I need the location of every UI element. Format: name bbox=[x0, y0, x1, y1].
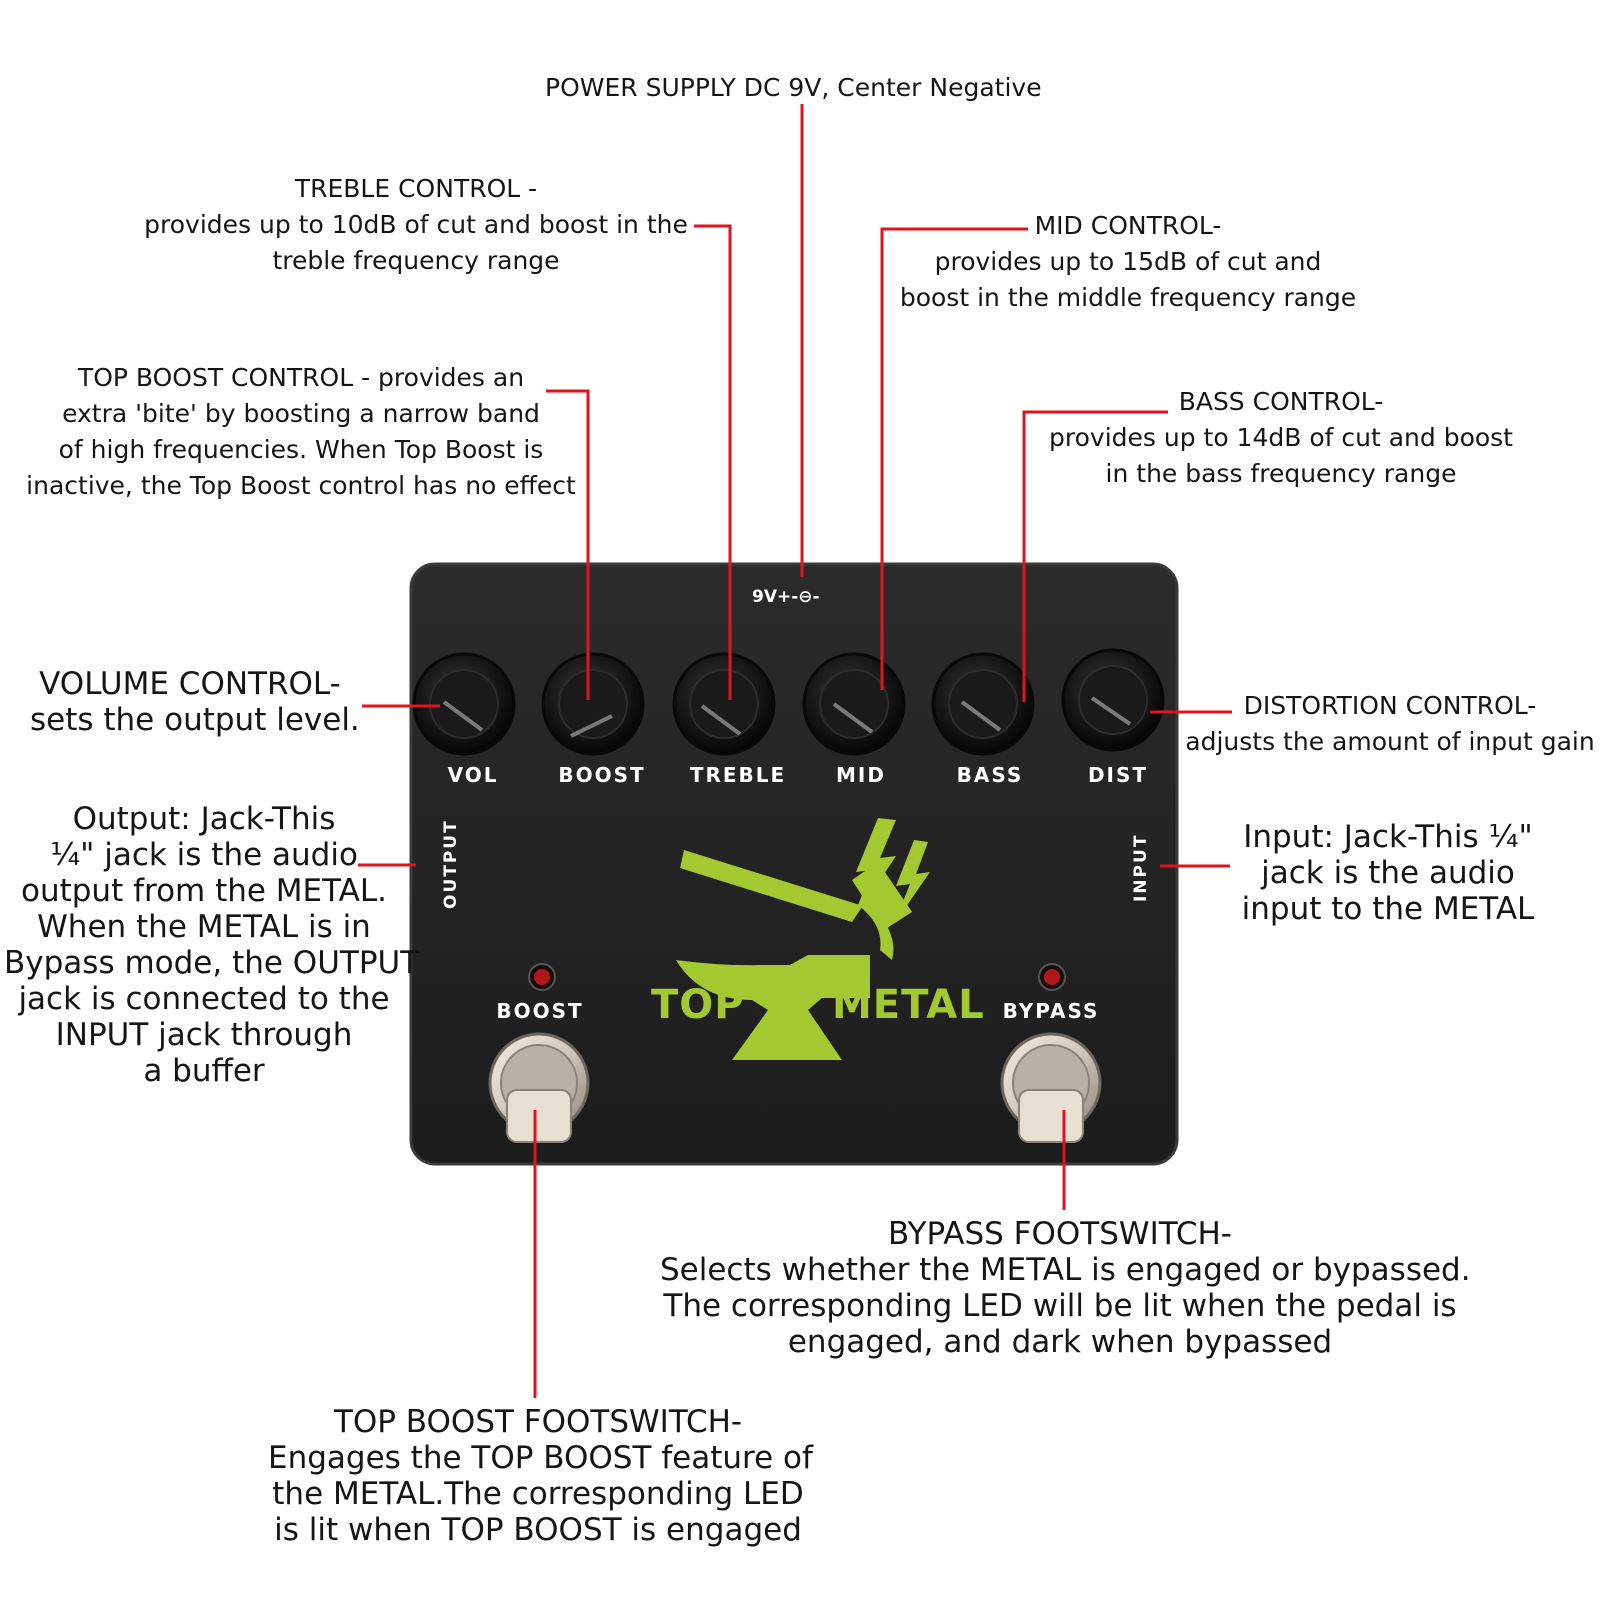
annotation-mid: MID CONTROL- provides up to 15dB of cut … bbox=[899, 211, 1357, 312]
leader-lines bbox=[358, 104, 1232, 1398]
knob-mid[interactable] bbox=[802, 652, 906, 756]
knob-treble[interactable] bbox=[672, 652, 776, 756]
boost-led bbox=[528, 963, 556, 991]
output-jack-label: OUTPUT bbox=[441, 819, 461, 909]
annotation-treble: TREBLE CONTROL - provides up to 10dB of … bbox=[144, 174, 688, 275]
annotation-distortion: DISTORTION CONTROL- adjusts the amount o… bbox=[1185, 691, 1595, 756]
bypass-led bbox=[1038, 963, 1066, 991]
logo-top-text: TOP bbox=[651, 982, 745, 1028]
knob-label-boost: BOOST bbox=[558, 763, 646, 787]
knob-label-treble: TREBLE bbox=[689, 763, 787, 787]
logo-metal-text: METAL bbox=[832, 982, 985, 1028]
input-jack-label: INPUT bbox=[1131, 833, 1151, 902]
bypass-footswitch[interactable] bbox=[1000, 1032, 1102, 1143]
annotation-output: Output: Jack-This ¼" jack is the audio o… bbox=[4, 801, 420, 1089]
annotation-bass: BASS CONTROL- provides up to 14dB of cut… bbox=[1049, 387, 1513, 488]
knob-label-mid: MID bbox=[836, 763, 886, 787]
knob-label-vol: VOL bbox=[447, 763, 499, 787]
anvil-icon bbox=[676, 955, 870, 1060]
bypass-switch-label: BYPASS bbox=[1002, 999, 1100, 1023]
annotation-volume: VOLUME CONTROL- sets the output level. bbox=[30, 666, 360, 738]
annotation-bypass-footswitch: BYPASS FOOTSWITCH- Selects whether the M… bbox=[660, 1216, 1471, 1360]
power-jack-label: 9V+-⊖- bbox=[752, 587, 820, 607]
knob-bass[interactable] bbox=[931, 652, 1035, 756]
boost-switch-label: BOOST bbox=[496, 999, 584, 1023]
hammer-icon bbox=[680, 850, 912, 960]
knob-dist[interactable] bbox=[1061, 648, 1165, 752]
leader-top-boost bbox=[546, 389, 590, 700]
knob-vol[interactable] bbox=[412, 652, 516, 756]
leader-mid bbox=[880, 227, 1028, 690]
leader-bass bbox=[1022, 410, 1168, 702]
annotation-boost-footswitch: TOP BOOST FOOTSWITCH- Engages the TOP BO… bbox=[268, 1404, 813, 1548]
knob-boost[interactable] bbox=[541, 652, 645, 756]
boost-footswitch[interactable] bbox=[488, 1032, 590, 1143]
annotation-power: POWER SUPPLY DC 9V, Center Negative bbox=[545, 73, 1042, 102]
knob-label-dist: DIST bbox=[1087, 763, 1149, 787]
annotation-top-boost: TOP BOOST CONTROL - provides an extra 'b… bbox=[26, 363, 576, 500]
lightning-icon bbox=[852, 818, 930, 924]
annotation-input: Input: Jack-This ¼" jack is the audio in… bbox=[1241, 819, 1535, 927]
knob-label-bass: BASS bbox=[956, 763, 1024, 787]
leader-treble bbox=[694, 224, 732, 700]
